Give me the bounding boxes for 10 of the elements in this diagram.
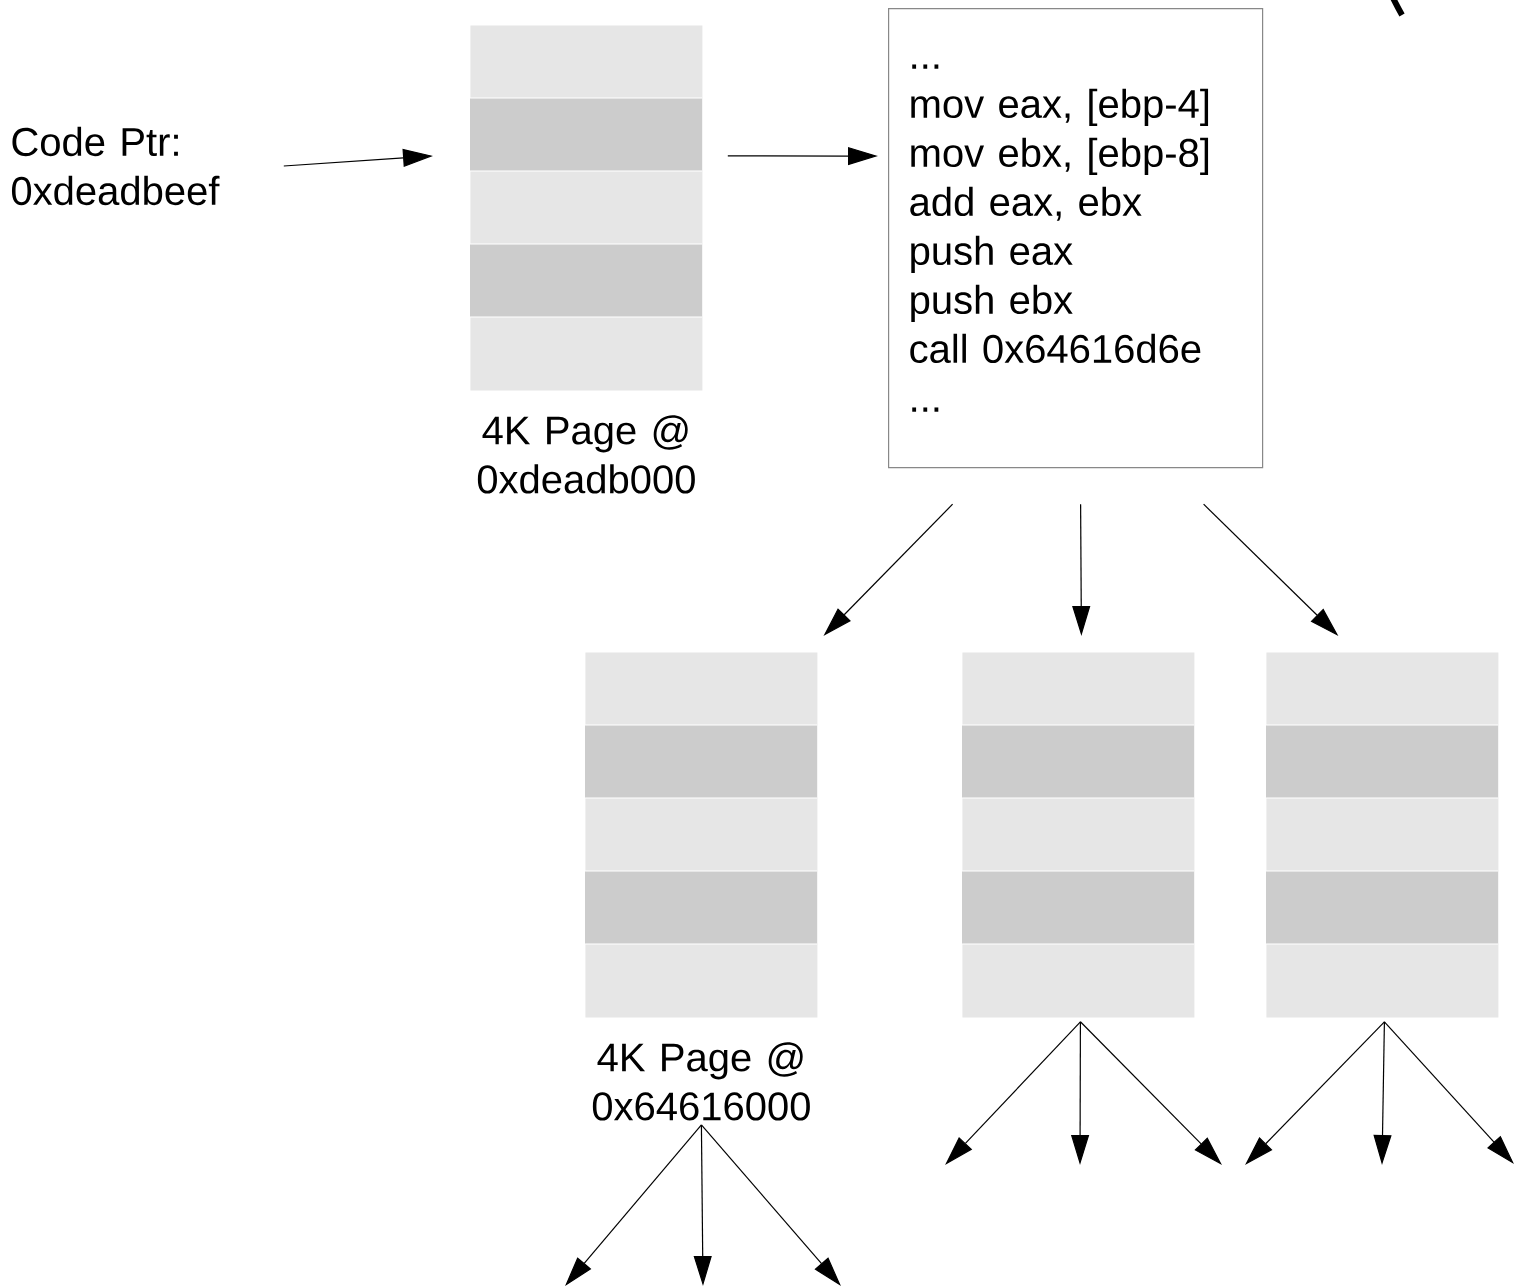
memory-page [961,652,1195,1018]
memory-page [1265,652,1499,1018]
code-box: ... mov eax, [ebp-4] mov ebx, [ebp-8] add eax, ebx push eax push ebx call 0x64616d6e ... [888,8,1264,469]
arrow [945,1021,1081,1165]
arrow [1245,1021,1385,1165]
arrow [1079,1021,1222,1165]
arrow [1383,1021,1514,1164]
page-caption: 4K Page @ 0x64616000 [592,1042,810,1121]
page-caption: 4K Page @ 0xdeadb000 [477,415,695,494]
pointer-label: Code Ptr: 0xdeadbeef [11,126,220,206]
